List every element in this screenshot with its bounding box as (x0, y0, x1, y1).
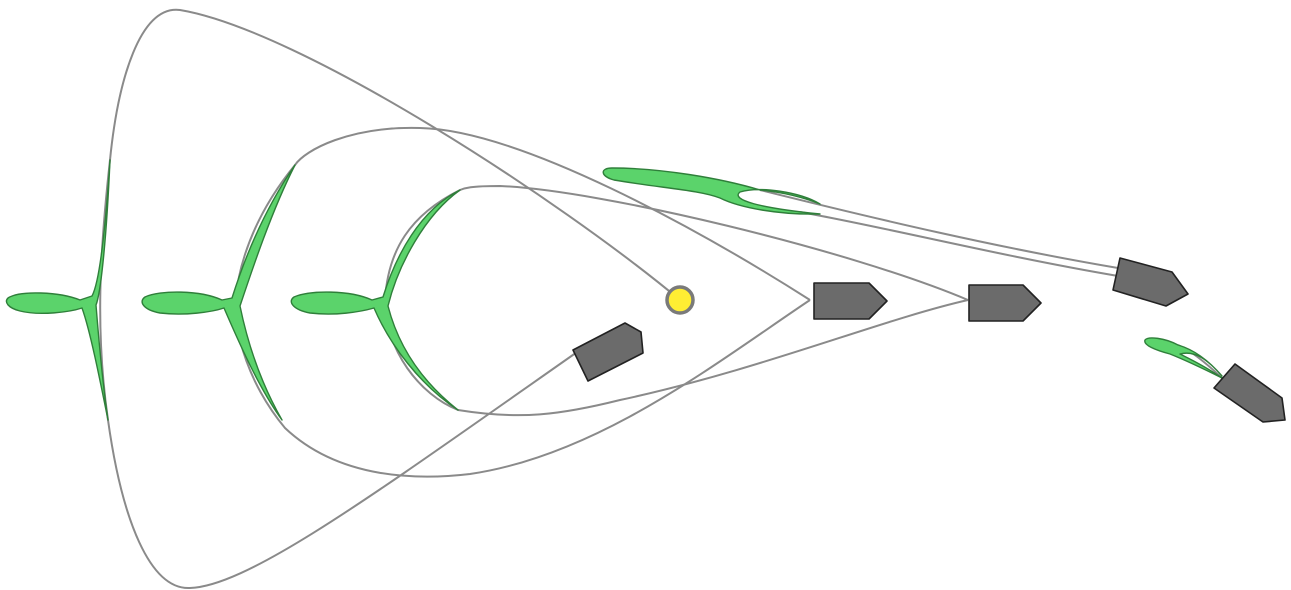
vessel-lower-right (1214, 364, 1285, 422)
fan-glyph-left (7, 160, 111, 420)
vessel-right (969, 285, 1041, 321)
band-line-b (800, 212, 1118, 276)
vessels (573, 258, 1285, 422)
fan-glyph-upper-right (603, 168, 820, 214)
vessel-upper-right (1113, 258, 1188, 306)
fan-glyph-middle (142, 165, 295, 420)
fan-glyphs (7, 160, 1223, 420)
vessel-center (814, 283, 887, 319)
vessel-tilted-center (573, 323, 643, 381)
fan-glyph-small (1145, 338, 1222, 378)
target-point (667, 287, 693, 313)
contours (100, 10, 1222, 588)
fan-glyph-inner (291, 190, 460, 410)
